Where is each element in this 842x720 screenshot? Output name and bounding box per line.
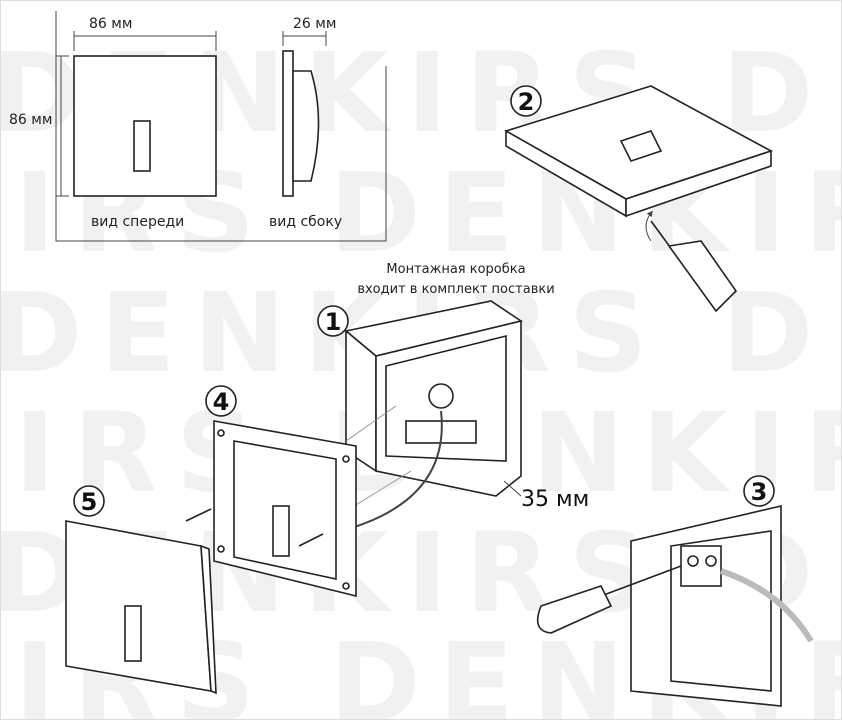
dimension-panel: 86 мм 26 мм 86 мм вид спереди вид сбоку (9, 11, 387, 242)
box-note-line1: Монтажная коробка (386, 262, 525, 277)
box-note-line2: входит в комплект поставки (357, 282, 554, 297)
step-1-number: 1 (325, 308, 342, 336)
front-view-label: вид спереди (91, 214, 184, 230)
step-5-number: 5 (81, 488, 98, 516)
step-4-number: 4 (213, 388, 230, 416)
step-2-remove-cover: 2 (503, 85, 774, 313)
side-view-label: вид сбоку (269, 214, 342, 230)
step-5-front-cover: 5 (65, 485, 217, 695)
front-width-label: 86 мм (89, 16, 132, 32)
side-view (282, 31, 327, 197)
step-3-wiring: 3 (536, 475, 814, 707)
box-depth-label: 35 мм (521, 487, 589, 512)
step-2-number: 2 (518, 88, 535, 116)
step-4-mount-plate: 4 (185, 385, 357, 598)
front-height-label: 86 мм (9, 112, 52, 128)
step-3-number: 3 (751, 478, 768, 506)
front-view (56, 31, 217, 197)
side-depth-label: 26 мм (293, 16, 336, 32)
step-1-mounting-box: Монтажная коробка входит в комплект пост… (317, 262, 589, 532)
